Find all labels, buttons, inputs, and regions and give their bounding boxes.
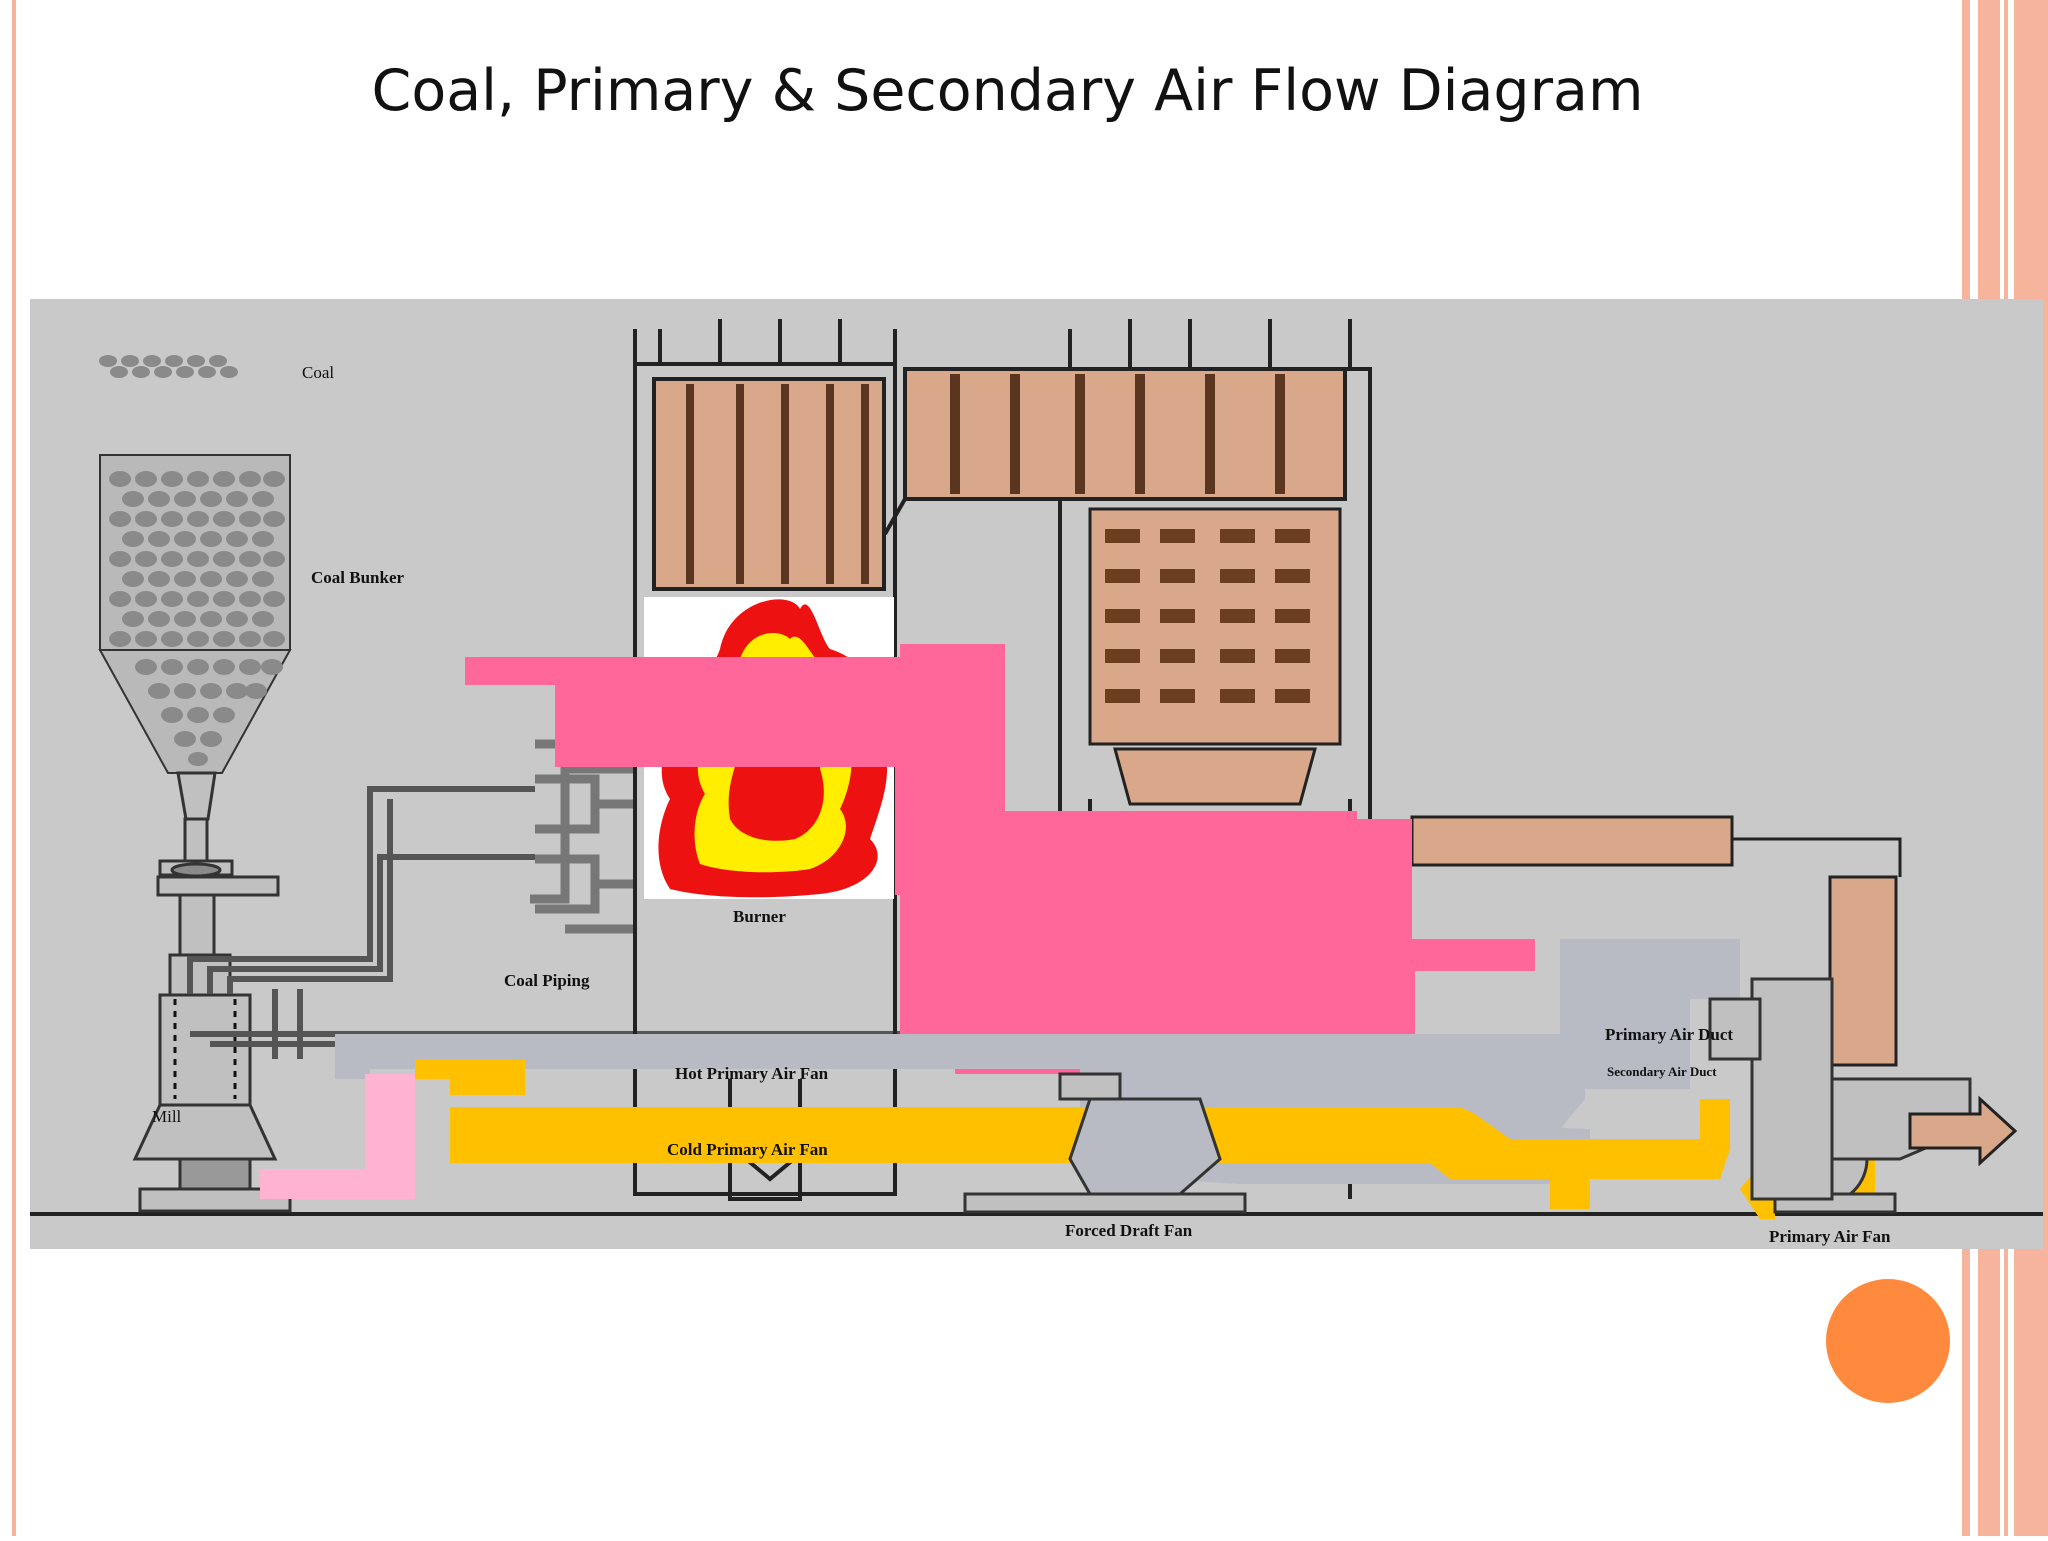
furnace-tube-panels bbox=[686, 384, 869, 584]
forced-draft-fan bbox=[963, 1072, 1247, 1214]
coal-feeder bbox=[156, 771, 280, 957]
cold-primary-air-fan-label: Cold Primary Air Fan bbox=[667, 1140, 828, 1159]
flue-gas-exit-arrow bbox=[1908, 1095, 2018, 1167]
coal-bunker bbox=[98, 454, 292, 774]
mill-label: Mill bbox=[152, 1107, 182, 1126]
horizontal-superheater bbox=[903, 367, 1347, 501]
left-border-stripe bbox=[0, 0, 26, 1536]
boiler-flow-diagram: Coal Coal Bunker bbox=[30, 299, 2043, 1254]
economizer-tubes bbox=[1105, 529, 1310, 703]
burner-label: Burner bbox=[733, 907, 786, 926]
mill bbox=[132, 953, 292, 1213]
coal-label: Coal bbox=[302, 363, 334, 382]
coal-air-mix-duct bbox=[260, 1074, 415, 1199]
forced-draft-fan-label: Forced Draft Fan bbox=[1065, 1221, 1193, 1240]
primary-air-fan-label: Primary Air Fan bbox=[1769, 1227, 1891, 1246]
economizer-hopper bbox=[1113, 747, 1317, 806]
air-heater-top bbox=[1410, 815, 1734, 867]
air-heater-vertical bbox=[1828, 875, 1898, 1067]
slide-title: Coal, Primary & Secondary Air Flow Diagr… bbox=[371, 58, 1644, 124]
coal-bunker-label: Coal Bunker bbox=[311, 568, 404, 587]
secondary-air-duct-label: Secondary Air Duct bbox=[1607, 1064, 1717, 1079]
coal-legend-icon bbox=[99, 355, 238, 378]
left-border-line bbox=[12, 0, 16, 1536]
hot-primary-air-fan-label: Hot Primary Air Fan bbox=[675, 1064, 829, 1083]
coal-fill-dots bbox=[109, 471, 285, 766]
right-side-equipment bbox=[1708, 977, 1834, 1201]
accent-orb bbox=[1826, 1279, 1950, 1403]
primary-air-duct-label: Primary Air Duct bbox=[1605, 1025, 1733, 1044]
horizontal-superheater-tubes bbox=[950, 374, 1285, 494]
economizer bbox=[1088, 507, 1342, 746]
burner-feed-pipes bbox=[530, 739, 635, 934]
coal-piping-label: Coal Piping bbox=[504, 971, 590, 990]
